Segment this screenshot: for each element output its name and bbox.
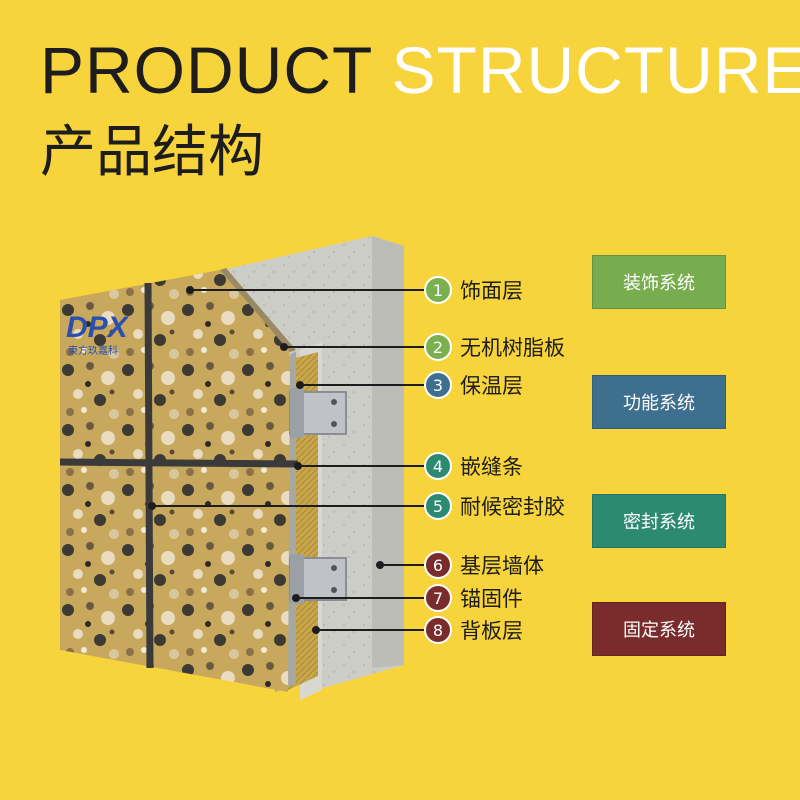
sealing-system-box: 密封系统 <box>592 494 726 548</box>
badge-3: 3 <box>424 371 452 399</box>
anchor-bracket-bottom <box>289 554 347 604</box>
page-title: PRODUCT STRUCTURE <box>40 30 800 110</box>
badge-8: 8 <box>424 616 452 644</box>
layer-label-8: 8 背板层 <box>424 614 523 646</box>
layer-label-4: 4 嵌缝条 <box>424 450 523 482</box>
layer-label-2: 2 无机树脂板 <box>424 331 565 363</box>
fixing-system-box: 固定系统 <box>592 602 726 656</box>
layer-name: 嵌缝条 <box>460 455 523 479</box>
layer-label-3: 3 保温层 <box>424 369 523 401</box>
decoration-system-box: 装饰系统 <box>592 255 726 309</box>
logo-subtext: 東方玖嘉科 <box>68 344 118 357</box>
layer-name: 背板层 <box>460 619 523 643</box>
layer-label-6: 6 基层墙体 <box>424 549 544 581</box>
layer-name: 保温层 <box>460 374 523 398</box>
logo-text: DPX <box>66 311 130 344</box>
layer-name: 锚固件 <box>460 587 523 611</box>
layer-label-7: 7 锚固件 <box>424 582 523 614</box>
decorative-face <box>60 270 290 692</box>
badge-7: 7 <box>424 584 452 612</box>
layer-name: 无机树脂板 <box>460 336 565 360</box>
anchor-bracket-top <box>289 388 347 438</box>
title-structure: STRUCTURE <box>391 33 800 107</box>
badge-5: 5 <box>424 492 452 520</box>
badge-6: 6 <box>424 551 452 579</box>
base-wall-side <box>372 236 404 668</box>
layer-name: 饰面层 <box>460 279 523 303</box>
badge-1: 1 <box>424 276 452 304</box>
badge-2: 2 <box>424 333 452 361</box>
leader-lines <box>148 286 424 634</box>
layer-label-1: 1 饰面层 <box>424 274 523 306</box>
layer-label-5: 5 耐候密封胶 <box>424 490 565 522</box>
function-system-box: 功能系统 <box>592 375 726 429</box>
page-subtitle: 产品结构 <box>40 120 264 185</box>
title-product: PRODUCT <box>40 33 373 107</box>
joint-strip-horizontal <box>59 458 299 468</box>
badge-4: 4 <box>424 452 452 480</box>
layer-name: 耐候密封胶 <box>460 495 565 519</box>
layer-name: 基层墙体 <box>460 554 544 578</box>
joint-strip-vertical <box>144 282 154 669</box>
brand-logo: DPX 東方玖嘉科 <box>66 311 130 357</box>
